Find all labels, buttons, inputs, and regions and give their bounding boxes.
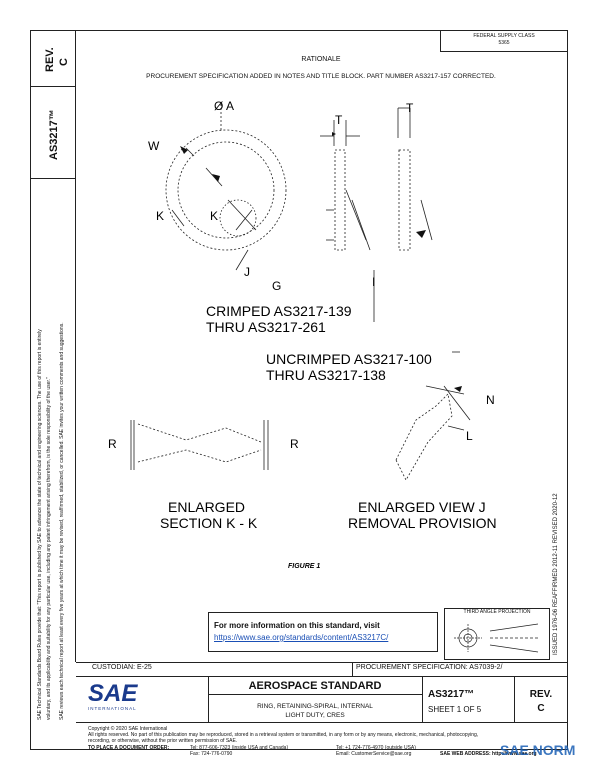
legal-text-3: SAE reviews each technical report at lea…	[59, 322, 65, 720]
t-label-1: T	[335, 113, 343, 127]
federal-supply-label: FEDERAL SUPPLY CLASS	[473, 33, 535, 39]
k-label-2: K	[210, 209, 218, 223]
tel-outside: Tel: +1 724-776-4970 (outside USA)	[336, 745, 416, 751]
federal-supply-box	[440, 30, 568, 52]
title-rev-value: C	[537, 703, 545, 714]
legal-text-2: voluntary, and its applicability and sui…	[46, 377, 52, 720]
standard-type-underline	[208, 694, 422, 695]
copyright: Copyright © 2020 SAE International	[88, 726, 168, 732]
ring-outer	[165, 129, 287, 251]
i-label: I	[372, 275, 375, 289]
ring-gap-detail	[219, 199, 257, 237]
info-box	[208, 612, 438, 652]
rev-value-rotated: C	[58, 58, 70, 66]
page-frame	[30, 30, 568, 750]
rights-line-2: recording, or otherwise, without the pri…	[88, 738, 238, 744]
w-label: W	[148, 139, 160, 153]
part-title-line-1: RING, RETAINING-SPIRAL, INTERNAL	[257, 703, 373, 710]
title-doc-number: AS3217™	[428, 689, 475, 700]
tel-inside: Tel: 877-606-7323 (inside USA and Canada…	[190, 745, 289, 751]
fax: Fax: 724-776-0790	[190, 751, 233, 757]
technical-drawing: Ø A T T W K K J G I CRIMPED AS3217-139 T…	[108, 99, 497, 570]
legal-line-1: SAE Technical Standards Board Rules prov…	[37, 329, 44, 720]
uncrimped-line-1: UNCRIMPED AS3217-100	[266, 351, 432, 367]
sae-logo-text: SAE	[88, 680, 138, 707]
order-label: TO PLACE A DOCUMENT ORDER:	[88, 745, 170, 751]
t-label-2: T	[406, 101, 414, 115]
email: Email: CustomerService@sae.org	[336, 751, 412, 757]
doc-number-side: AS3217™	[48, 109, 60, 160]
rights-line-1: All rights reserved. No part of this pub…	[88, 732, 479, 738]
k-label-1: K	[156, 209, 164, 223]
crimped-line-2: THRU AS3217-261	[206, 319, 326, 335]
g-label: G	[272, 279, 281, 293]
title-rev-label: REV.	[529, 689, 553, 700]
rev-label-rotated: REV.	[44, 47, 56, 72]
left-column-divider	[75, 30, 76, 662]
web-address: SAE WEB ADDRESS: http://www.sae.org	[440, 751, 537, 757]
title-block-bottom	[76, 722, 568, 723]
part-title-line-2: LIGHT DUTY, CRES	[285, 712, 345, 719]
info-text: For more information on this standard, v…	[214, 621, 380, 630]
projection-box	[444, 608, 550, 660]
n-label: N	[486, 393, 495, 407]
watermark: SAE NORM	[500, 742, 576, 758]
standard-link[interactable]: https://www.sae.org/standards/content/AS…	[214, 633, 389, 642]
docnum-box-bottom	[30, 178, 75, 179]
procurement-spec: PROCUREMENT SPECIFICATION: AS7039-2/	[356, 664, 503, 671]
doc-number-rotated: AS3217™	[48, 109, 60, 160]
view-line-1: ENLARGED VIEW J	[358, 499, 486, 515]
r-label-1: R	[108, 437, 117, 451]
title-block-top	[76, 662, 568, 663]
rev-label: REV.	[44, 47, 56, 72]
title-row-divider	[76, 676, 568, 677]
view-line-2: REMOVAL PROVISION	[348, 515, 497, 531]
part-title: RING, RETAINING-SPIRAL, INTERNAL LIGHT D…	[208, 702, 422, 720]
rationale-title: RATIONALE	[301, 56, 341, 63]
rev-box-bottom	[30, 86, 75, 87]
ring-inner	[177, 141, 275, 239]
projection-title: THIRD ANGLE PROJECTION	[463, 609, 531, 615]
sae-logo: SAE INTERNATIONAL	[88, 680, 198, 712]
legal-line-2: voluntary, and its applicability and sui…	[46, 377, 53, 720]
section-line-1: ENLARGED	[168, 499, 245, 515]
federal-supply-class: FEDERAL SUPPLY CLASS 5365	[440, 33, 568, 47]
rationale-text: PROCUREMENT SPECIFICATION ADDED IN NOTES…	[146, 73, 496, 80]
custodian: CUSTODIAN: E-25	[92, 664, 152, 671]
rev-value: C	[58, 58, 70, 66]
logo-divider	[208, 676, 209, 722]
standard-type: AEROSPACE STANDARD	[248, 680, 382, 692]
section-line-2: SECTION K - K	[160, 515, 258, 531]
j-label: J	[244, 265, 250, 279]
diameter-label: Ø A	[214, 99, 234, 113]
r-label-2: R	[290, 437, 299, 451]
title-divider	[422, 676, 423, 722]
crimped-line-1: CRIMPED AS3217-139	[206, 303, 352, 319]
custodian-divider	[352, 662, 353, 676]
rev-divider	[514, 676, 515, 722]
legal-text-1: SAE Technical Standards Board Rules prov…	[37, 329, 43, 720]
federal-supply-code: 5365	[498, 40, 510, 46]
projection-symbol	[454, 623, 539, 653]
figure-caption: FIGURE 1	[288, 563, 320, 570]
l-label: L	[466, 429, 473, 443]
uncrimped-line-2: THRU AS3217-138	[266, 367, 386, 383]
sae-logo-sub: INTERNATIONAL	[88, 706, 137, 711]
sheet-number: SHEET 1 OF 5	[428, 705, 482, 714]
legal-line-3: SAE reviews each technical report at lea…	[59, 322, 66, 720]
